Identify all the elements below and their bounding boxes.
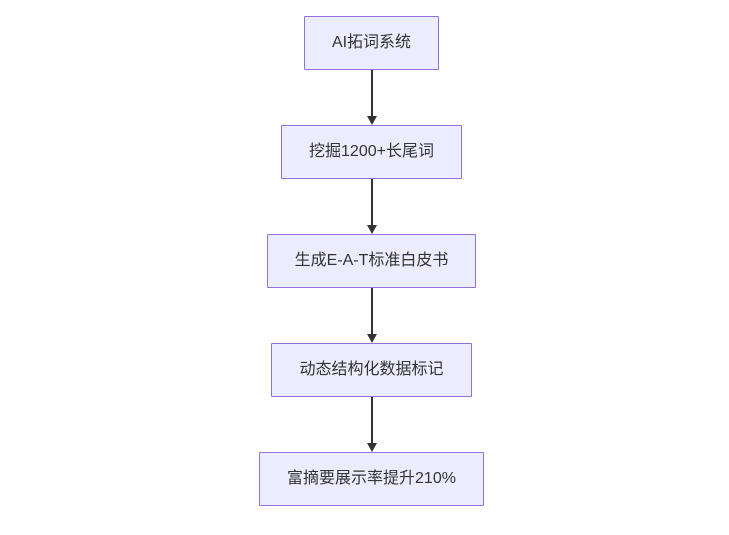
- flowchart: AI拓词系统 挖掘1200+长尾词 生成E-A-T标准白皮书 动态结构化数据标记…: [7, 16, 729, 506]
- flow-arrow-2: [366, 179, 378, 234]
- arrow-line: [370, 179, 373, 225]
- flow-node-rich-snippet-rate: 富摘要展示率提升210%: [259, 452, 484, 506]
- arrow-line: [370, 70, 373, 116]
- arrow-down-icon: [366, 225, 377, 234]
- flow-arrow-1: [366, 70, 378, 125]
- arrow-line: [370, 288, 373, 334]
- flow-arrow-4: [366, 397, 378, 452]
- arrow-down-icon: [366, 334, 377, 343]
- flow-node-structured-data-markup: 动态结构化数据标记: [271, 343, 472, 397]
- arrow-down-icon: [366, 116, 377, 125]
- arrow-down-icon: [366, 443, 377, 452]
- flow-node-ai-word-expansion-system: AI拓词系统: [303, 16, 440, 70]
- flow-node-longtail-keywords: 挖掘1200+长尾词: [281, 125, 462, 179]
- flow-node-eat-whitepaper: 生成E-A-T标准白皮书: [266, 234, 477, 288]
- arrow-line: [370, 397, 373, 443]
- flow-arrow-3: [366, 288, 378, 343]
